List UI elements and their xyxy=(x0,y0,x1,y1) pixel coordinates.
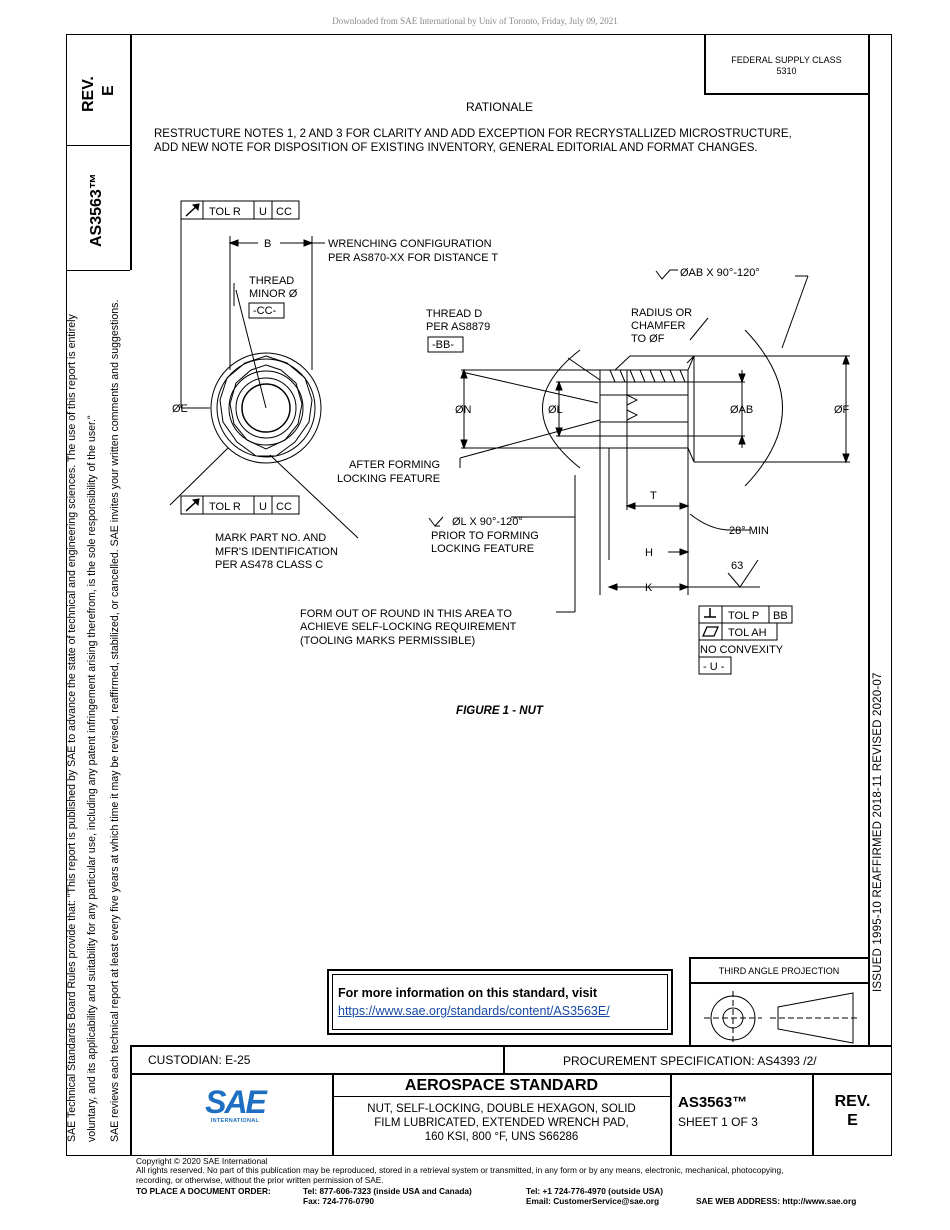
divider xyxy=(868,34,870,1046)
drawing-frame xyxy=(66,34,892,1156)
federal-supply-line1: FEDERAL SUPPLY CLASS xyxy=(731,55,842,65)
divider xyxy=(332,1073,334,1156)
divider xyxy=(704,34,706,94)
label-thread-minor1: THREAD xyxy=(249,275,294,287)
info-text: For more information on this standard, v… xyxy=(338,986,598,1000)
logo-sub: INTERNATIONAL xyxy=(210,1118,260,1124)
fcf-bottom-u: U xyxy=(259,501,267,513)
custodian: CUSTODIAN: E-25 xyxy=(148,1053,251,1067)
rationale-title: RATIONALE xyxy=(465,100,534,114)
divider xyxy=(812,1073,814,1156)
label-thread-minor2: MINOR Ø xyxy=(249,288,298,300)
footer-order-label: TO PLACE A DOCUMENT ORDER: xyxy=(136,1186,271,1196)
label-t: T xyxy=(650,490,657,502)
footer-web[interactable]: SAE WEB ADDRESS: http://www.sae.org xyxy=(696,1196,857,1206)
info-link[interactable]: https://www.sae.org/standards/content/AS… xyxy=(338,1004,610,1018)
divider xyxy=(66,270,130,271)
label-ol90-2: PRIOR TO FORMING xyxy=(431,530,539,542)
label-mark3: PER AS478 CLASS C xyxy=(215,559,323,571)
procurement-spec: PROCUREMENT SPECIFICATION: AS4393 /2/ xyxy=(563,1054,817,1068)
divider xyxy=(670,1073,672,1156)
divider xyxy=(332,1096,670,1097)
label-ol90-3: LOCKING FEATURE xyxy=(431,543,534,555)
footer-tel1: Tel: 877-606-7323 (inside USA and Canada… xyxy=(303,1186,472,1196)
label-ol: ØL xyxy=(548,404,563,416)
label-form1: FORM OUT OF ROUND IN THIS AREA TO xyxy=(300,608,512,620)
label-tol-p: TOL P xyxy=(728,610,759,622)
label-wrenching2: PER AS870-XX FOR DISTANCE T xyxy=(328,252,498,264)
divider xyxy=(66,145,130,146)
divider xyxy=(130,1045,892,1047)
info-box: For more information on this standard, v… xyxy=(327,969,673,1035)
title-sheet: SHEET 1 OF 3 xyxy=(678,1115,758,1129)
title-heading: AEROSPACE STANDARD xyxy=(404,1077,599,1094)
label-28min: 28° MIN xyxy=(729,525,769,537)
title-desc3: 160 KSI, 800 °F, UNS S66286 xyxy=(424,1131,579,1143)
label-on: ØN xyxy=(455,404,472,416)
label-mark1: MARK PART NO. AND xyxy=(215,532,326,544)
label-k: K xyxy=(645,582,653,594)
divider xyxy=(130,1045,132,1156)
projection-label: THIRD ANGLE PROJECTION xyxy=(718,966,840,976)
projection-symbol xyxy=(704,991,860,1045)
divider xyxy=(689,957,691,1046)
footer-fax: Fax: 724-776-0790 xyxy=(303,1196,375,1206)
label-wrenching1: WRENCHING CONFIGURATION xyxy=(328,238,492,250)
federal-supply-line2: 5310 xyxy=(776,66,797,76)
label-b: B xyxy=(264,238,271,250)
fcf-top-tol: TOL R xyxy=(209,206,241,218)
label-finish: 63 xyxy=(731,560,743,572)
title-desc2: FILM LUBRICATED, EXTENDED WRENCH PAD, xyxy=(374,1117,629,1129)
label-datum-cc: -CC- xyxy=(253,305,277,317)
label-of: ØF xyxy=(834,404,850,416)
footer-rights1: All rights reserved. No part of this pub… xyxy=(136,1165,784,1175)
divider xyxy=(130,1073,892,1075)
title-doc-number: AS3563™ xyxy=(678,1094,748,1111)
label-radius3: TO ØF xyxy=(631,333,665,345)
label-no-convexity: NO CONVEXITY xyxy=(700,644,784,656)
label-tol-ah: TOL AH xyxy=(728,627,767,639)
label-datum-u: - U - xyxy=(703,661,725,673)
label-radius1: RADIUS OR xyxy=(631,307,692,319)
figure-caption: FIGURE 1 - NUT xyxy=(456,705,543,717)
fcf-bottom-cc: CC xyxy=(276,501,292,513)
label-form2: ACHIEVE SELF-LOCKING REQUIREMENT xyxy=(300,621,517,633)
fcf-top-cc: CC xyxy=(276,206,292,218)
title-desc1: NUT, SELF-LOCKING, DOUBLE HEXAGON, SOLID xyxy=(367,1103,636,1115)
title-rev-letter: E xyxy=(847,1112,858,1129)
label-ol90-1: ØL X 90°-120° xyxy=(452,516,523,528)
label-datum-bb: -BB- xyxy=(432,339,454,351)
fcf-top-u: U xyxy=(259,206,267,218)
logo-letters: SAE xyxy=(205,1084,267,1120)
label-bb: BB xyxy=(773,610,788,622)
label-h: H xyxy=(645,547,653,559)
label-mark2: MFR'S IDENTIFICATION xyxy=(215,546,338,558)
title-rev: REV. xyxy=(834,1093,871,1110)
divider xyxy=(689,982,868,984)
footer-email[interactable]: Email: CustomerService@sae.org xyxy=(526,1196,660,1206)
footer-rights2: recording, or otherwise, without the pri… xyxy=(136,1175,384,1185)
sae-logo: SAE INTERNATIONAL xyxy=(200,1086,270,1124)
label-thread-d2: PER AS8879 xyxy=(426,321,490,333)
divider xyxy=(503,1045,505,1073)
label-after2: LOCKING FEATURE xyxy=(337,473,440,485)
fcf-bottom-tol: TOL R xyxy=(209,501,241,513)
footer-copyright: Copyright © 2020 SAE International xyxy=(136,1156,268,1166)
download-notice: Downloaded from SAE International by Uni… xyxy=(332,16,618,26)
label-oe: ØE xyxy=(172,403,188,415)
label-radius2: CHAMFER xyxy=(631,320,685,332)
footer-tel2: Tel: +1 724-776-4970 (outside USA) xyxy=(526,1186,664,1196)
divider xyxy=(689,957,868,959)
rationale-line2: ADD NEW NOTE FOR DISPOSITION OF EXISTING… xyxy=(154,142,758,154)
divider xyxy=(704,93,868,95)
label-oab: ØAB xyxy=(730,404,753,416)
rationale-line1: RESTRUCTURE NOTES 1, 2 AND 3 FOR CLARITY… xyxy=(154,128,792,140)
label-after1: AFTER FORMING xyxy=(349,459,440,471)
label-form3: (TOOLING MARKS PERMISSIBLE) xyxy=(300,635,475,647)
label-thread-d1: THREAD D xyxy=(426,308,482,320)
label-oab-top: ØAB X 90°-120° xyxy=(680,267,760,279)
divider xyxy=(130,34,132,270)
